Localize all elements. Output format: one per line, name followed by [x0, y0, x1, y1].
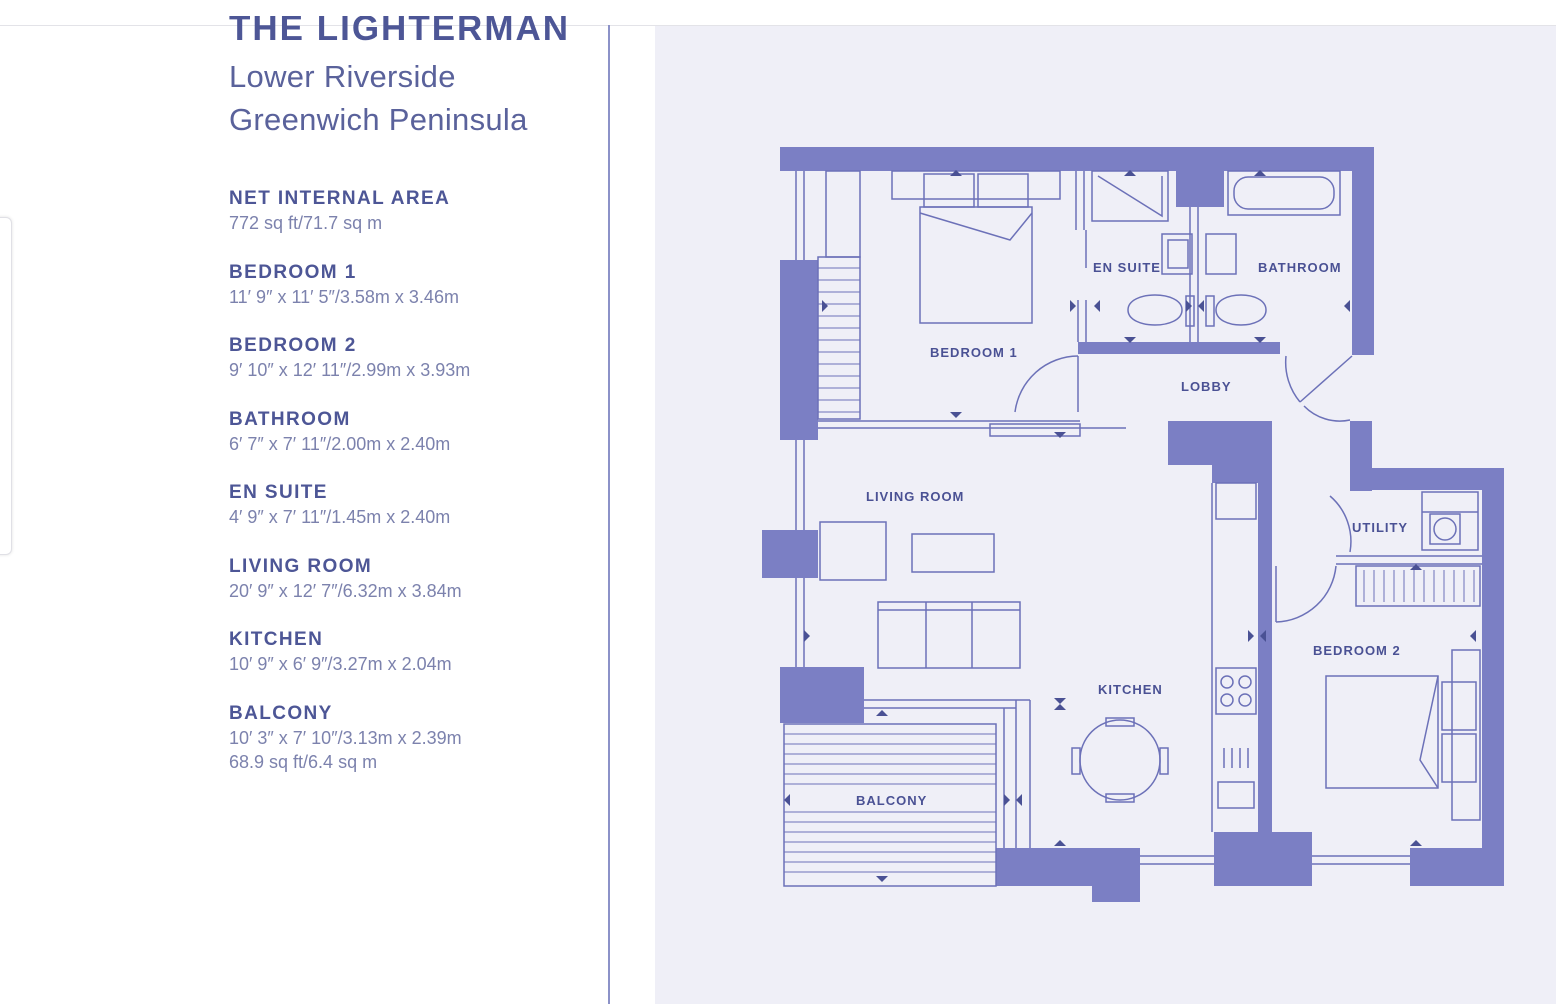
browser-top-bar — [0, 0, 1556, 26]
spec-balcony: BALCONY 10′ 3″ x 7′ 10″/3.13m x 2.39m 68… — [229, 702, 462, 772]
wardrobe-hatch-bedroom-1 — [818, 267, 860, 413]
side-panel-handle[interactable] — [0, 217, 12, 555]
walls — [762, 147, 1504, 902]
location-line-2: Greenwich Peninsula — [229, 102, 528, 137]
label-en-suite: EN SUITE — [1093, 260, 1161, 275]
column-divider — [608, 25, 610, 1004]
dimension-markers — [784, 170, 1476, 882]
location-line-1: Lower Riverside — [229, 59, 456, 94]
development-title: THE LIGHTERMAN — [229, 16, 571, 48]
wardrobe-hatch-bedroom-2 — [1363, 570, 1475, 602]
label-lobby: LOBBY — [1181, 379, 1232, 394]
label-living-room: LIVING ROOM — [866, 489, 964, 504]
spec-bedroom-1: BEDROOM 1 11′ 9″ x 11′ 5″/3.58m x 3.46m — [229, 261, 459, 307]
label-balcony: BALCONY — [856, 793, 927, 808]
floor-plan-background — [655, 26, 1556, 1004]
balcony-decking — [784, 733, 996, 873]
spec-en-suite: EN SUITE 4′ 9″ x 7′ 11″/1.45m x 2.40m — [229, 482, 451, 527]
label-bathroom: BATHROOM — [1258, 260, 1342, 275]
spec-living-room: LIVING ROOM 20′ 9″ x 12′ 7″/6.32m x 3.84… — [229, 555, 462, 601]
plan-lines — [783, 170, 1482, 887]
room-dimensions-list: NET INTERNAL AREA 772 sq ft/71.7 sq m BE… — [229, 187, 589, 775]
spec-net-internal-area: NET INTERNAL AREA 772 sq ft/71.7 sq m — [229, 188, 451, 233]
floor-plan: BEDROOM 1 EN SUITE BATHROOM LOBBY LIVING… — [762, 147, 1504, 902]
spec-kitchen: KITCHEN 10′ 9″ x 6′ 9″/3.27m x 2.04m — [229, 629, 452, 674]
room-labels: BEDROOM 1 EN SUITE BATHROOM LOBBY LIVING… — [856, 260, 1408, 808]
label-utility: UTILITY — [1352, 520, 1408, 535]
label-kitchen: KITCHEN — [1098, 682, 1163, 697]
label-bedroom-2: BEDROOM 2 — [1313, 643, 1401, 658]
spec-bathroom: BATHROOM 6′ 7″ x 7′ 11″/2.00m x 2.40m — [229, 408, 451, 454]
label-bedroom-1: BEDROOM 1 — [930, 345, 1018, 360]
spec-bedroom-2: BEDROOM 2 9′ 10″ x 12′ 11″/2.99m x 3.93m — [229, 335, 471, 380]
